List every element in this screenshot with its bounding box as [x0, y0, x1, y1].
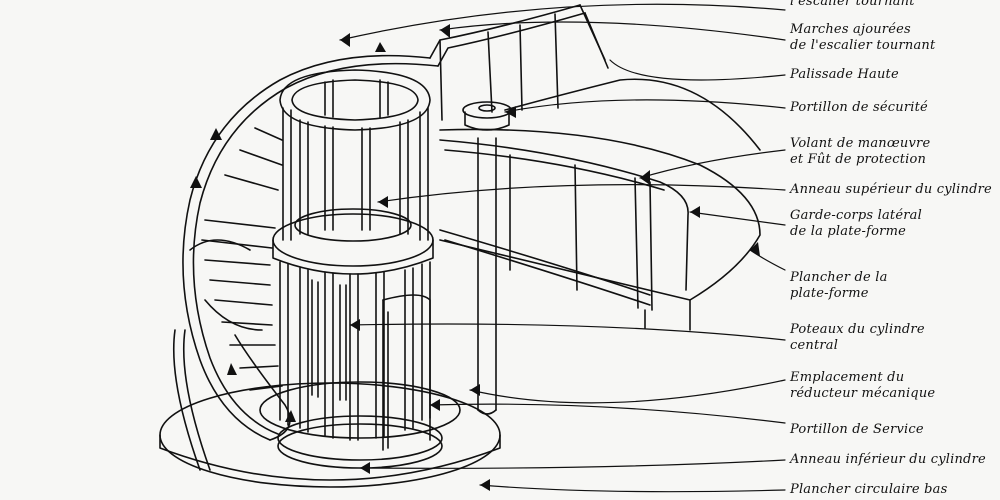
label-escalier-tournant: l'escalier tournant [790, 0, 915, 9]
label-portillon-securite: Portillon de sécurité [790, 100, 928, 115]
high-palisade [429, 4, 761, 151]
leader-lines [339, 3, 786, 493]
label-marches-ajourees: Marches ajourées de l'escalier tournant [790, 22, 936, 53]
label-plancher-circulaire: Plancher circulaire bas [790, 482, 948, 497]
spiral-handrail [172, 54, 439, 471]
label-garde-corps: Garde-corps latéral de la plate-forme [790, 208, 922, 239]
platform-floor [439, 128, 761, 331]
label-anneau-superieur: Anneau supérieur du cylindre [790, 182, 992, 197]
label-portillon-service: Portillon de Service [790, 422, 924, 437]
label-anneau-inferieur: Anneau inférieur du cylindre [790, 452, 986, 467]
stair-treads [201, 127, 283, 391]
base-floor [159, 381, 501, 488]
label-poteaux-cylindre: Poteaux du cylindre central [790, 322, 925, 353]
service-gate [382, 294, 431, 451]
cylinder-posts [279, 79, 431, 441]
upper-ring [272, 208, 434, 275]
handwheel [462, 101, 512, 415]
label-volant-manoeuvre: Volant de manœuvre et Fût de protection [790, 136, 931, 167]
label-emplacement-reducteur: Emplacement du réducteur mécanique [790, 370, 936, 401]
lower-ring [277, 415, 443, 469]
label-palissade-haute: Palissade Haute [790, 67, 899, 82]
label-plancher-plateforme: Plancher de la plate-forme [790, 270, 888, 301]
arrowheads [190, 24, 760, 491]
top-cage-ring [279, 69, 431, 131]
